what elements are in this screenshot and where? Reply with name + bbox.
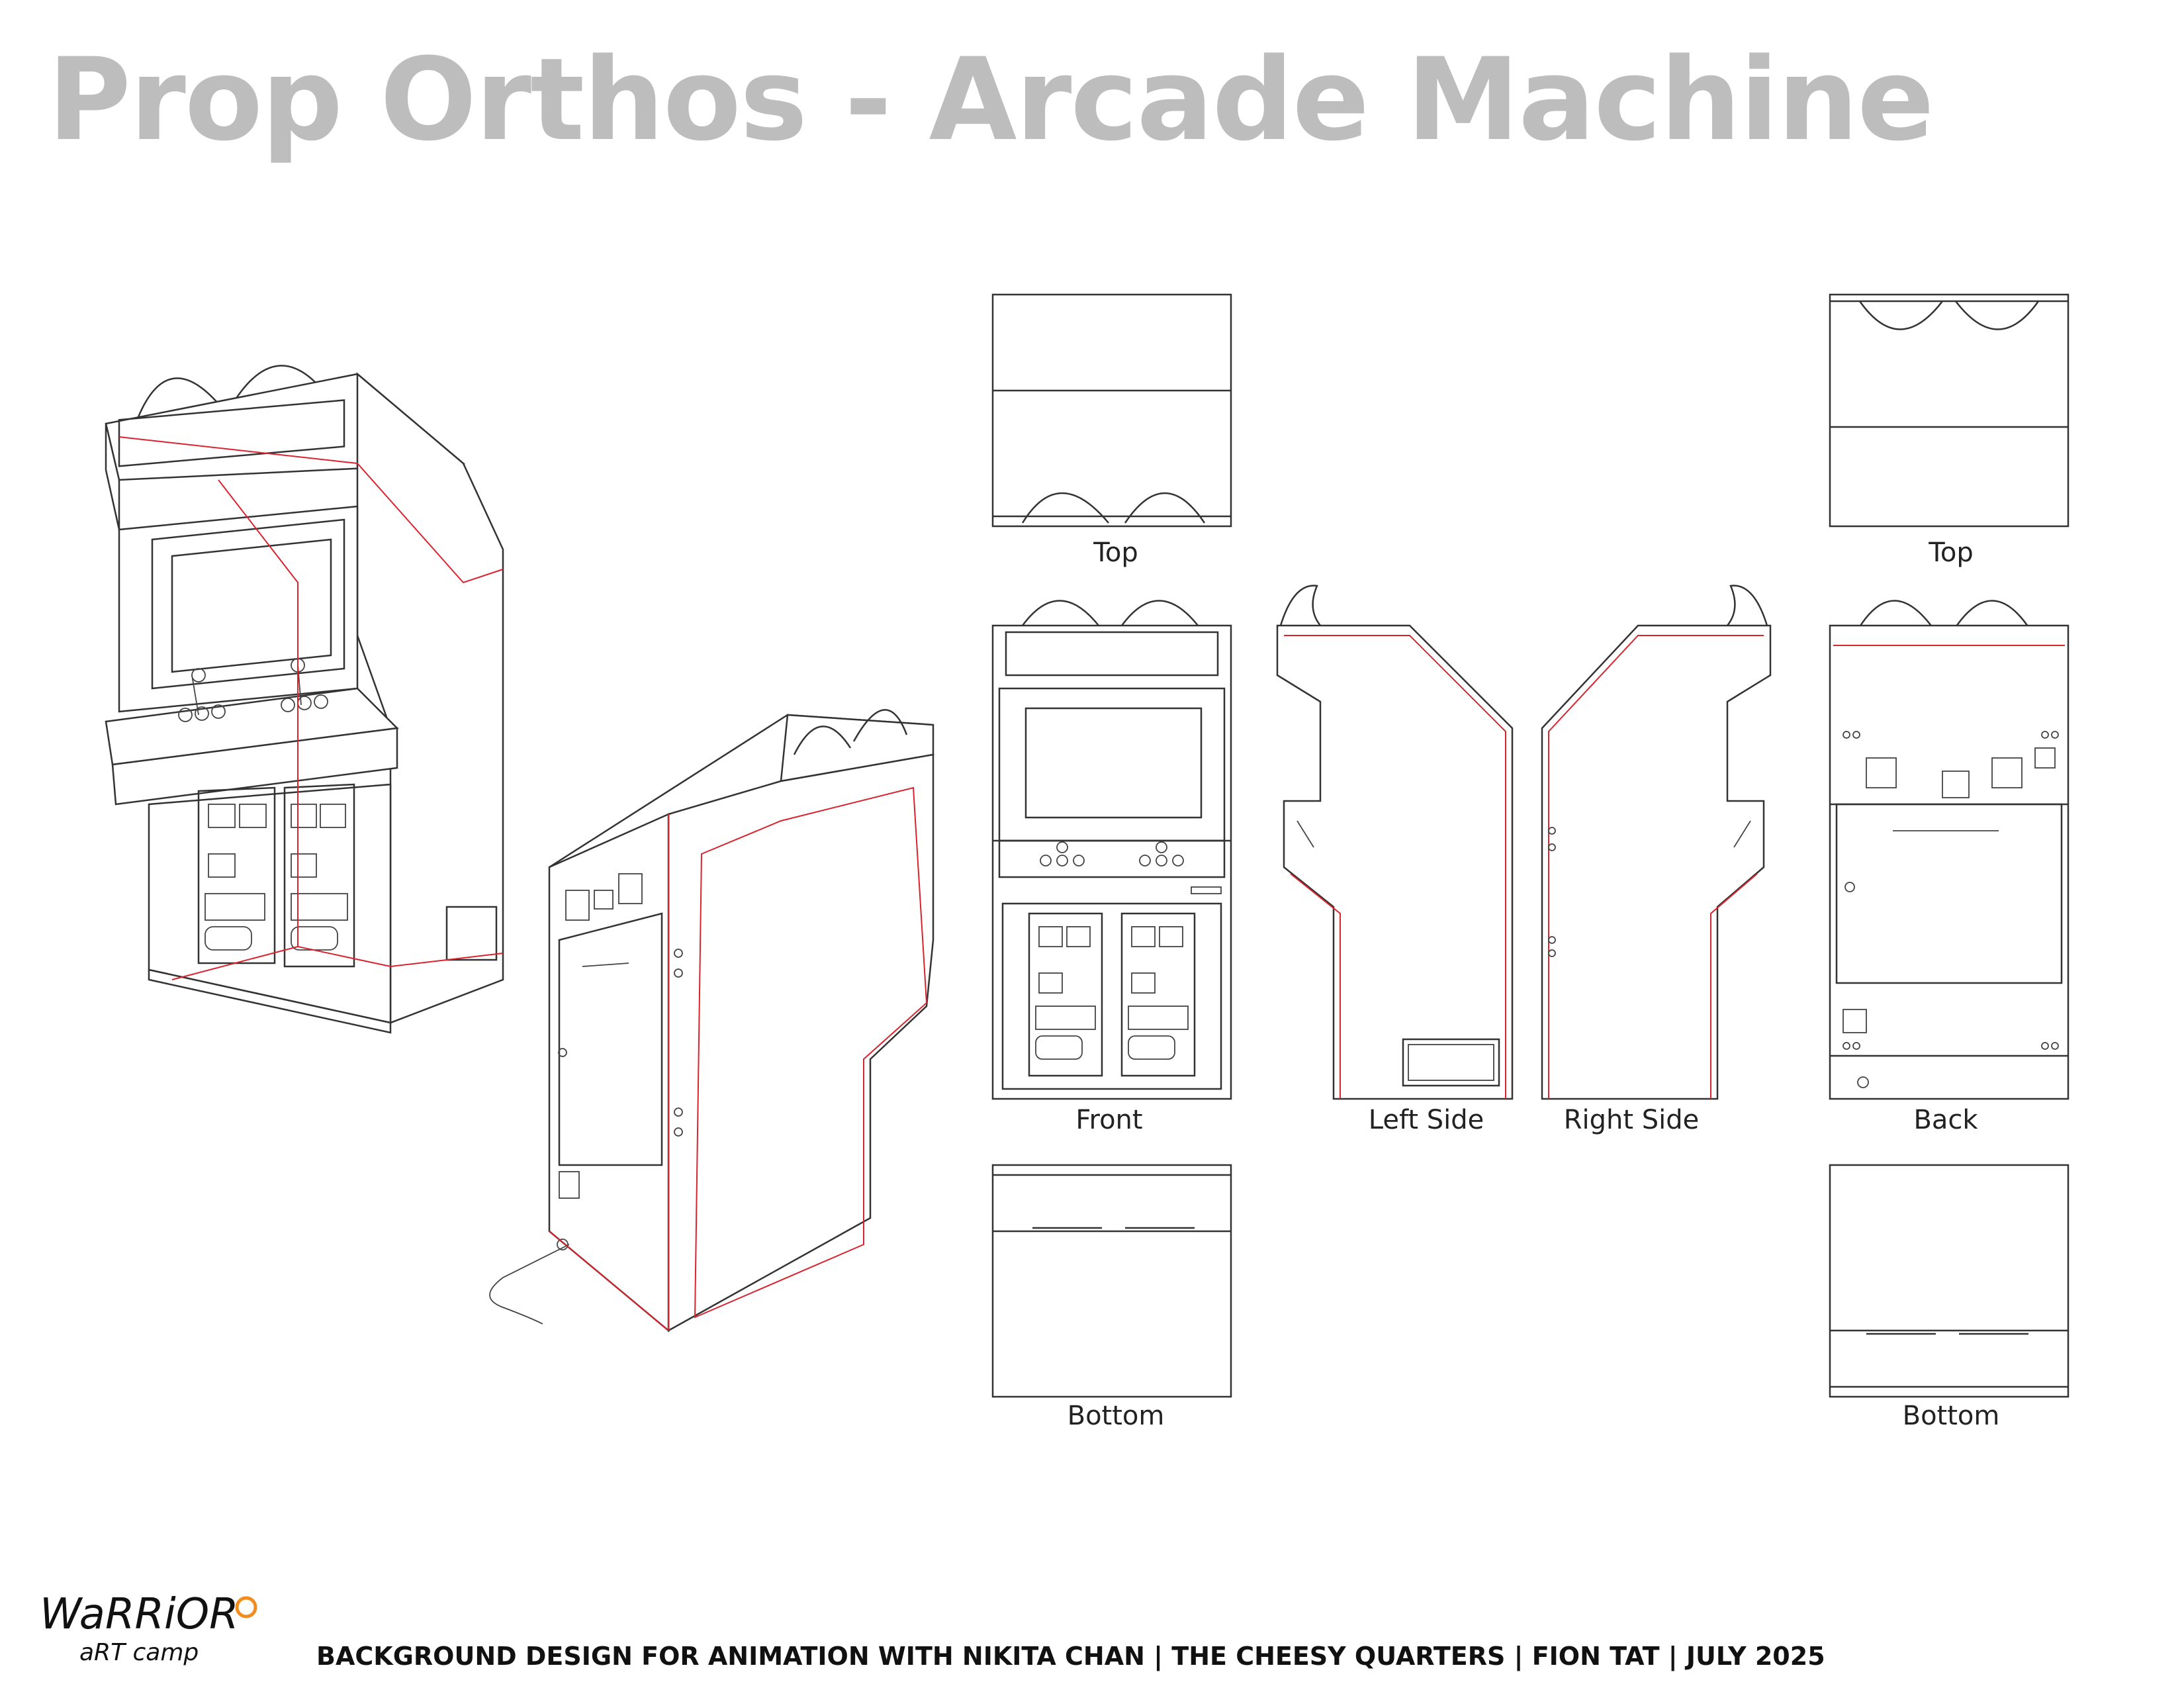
ortho-bottom-back: Bottom bbox=[1829, 1164, 2070, 1431]
page-title: Prop Orthos - Arcade Machine bbox=[48, 33, 1934, 166]
speaker-dome-left bbox=[134, 377, 219, 424]
ortho-bottom-front: Bottom bbox=[991, 1164, 1232, 1431]
label-left-side: Left Side bbox=[1369, 1105, 1484, 1135]
label-right-side: Right Side bbox=[1564, 1105, 1700, 1135]
ortho-top-back: Top bbox=[1829, 293, 2070, 568]
ortho-right-side: Right Side bbox=[1541, 585, 1772, 1135]
logo-line2: aRT camp bbox=[79, 1639, 199, 1666]
ortho-back: Back bbox=[1829, 600, 2070, 1135]
perspective-front-view bbox=[105, 365, 504, 1034]
speaker-right bbox=[1120, 600, 1199, 626]
label-back: Back bbox=[1913, 1105, 1978, 1135]
label-bottom-front: Bottom bbox=[1068, 1401, 1165, 1431]
label-top-back: Top bbox=[1928, 538, 1974, 568]
label-top-front: Top bbox=[1093, 538, 1138, 568]
ortho-top-front: Top bbox=[991, 293, 1232, 568]
logo-line1: WaRRiOR bbox=[40, 1590, 239, 1639]
label-bottom-back: Bottom bbox=[1903, 1401, 2000, 1431]
rear-speaker-dome-left bbox=[793, 726, 852, 755]
logo-accent-icon bbox=[235, 1596, 257, 1618]
warrior-art-camp-logo: WaRRiOR aRT camp bbox=[40, 1590, 257, 1666]
ortho-left-side: Left Side bbox=[1276, 585, 1514, 1135]
label-front: Front bbox=[1075, 1105, 1142, 1135]
ortho-front: Front bbox=[991, 600, 1232, 1135]
speaker-left bbox=[1021, 600, 1099, 626]
rear-speaker-dome-right bbox=[852, 709, 908, 742]
footer-credits: BACKGROUND DESIGN FOR ANIMATION WITH NIK… bbox=[316, 1642, 1825, 1671]
perspective-back-view bbox=[489, 709, 934, 1333]
power-cord bbox=[489, 1244, 570, 1325]
